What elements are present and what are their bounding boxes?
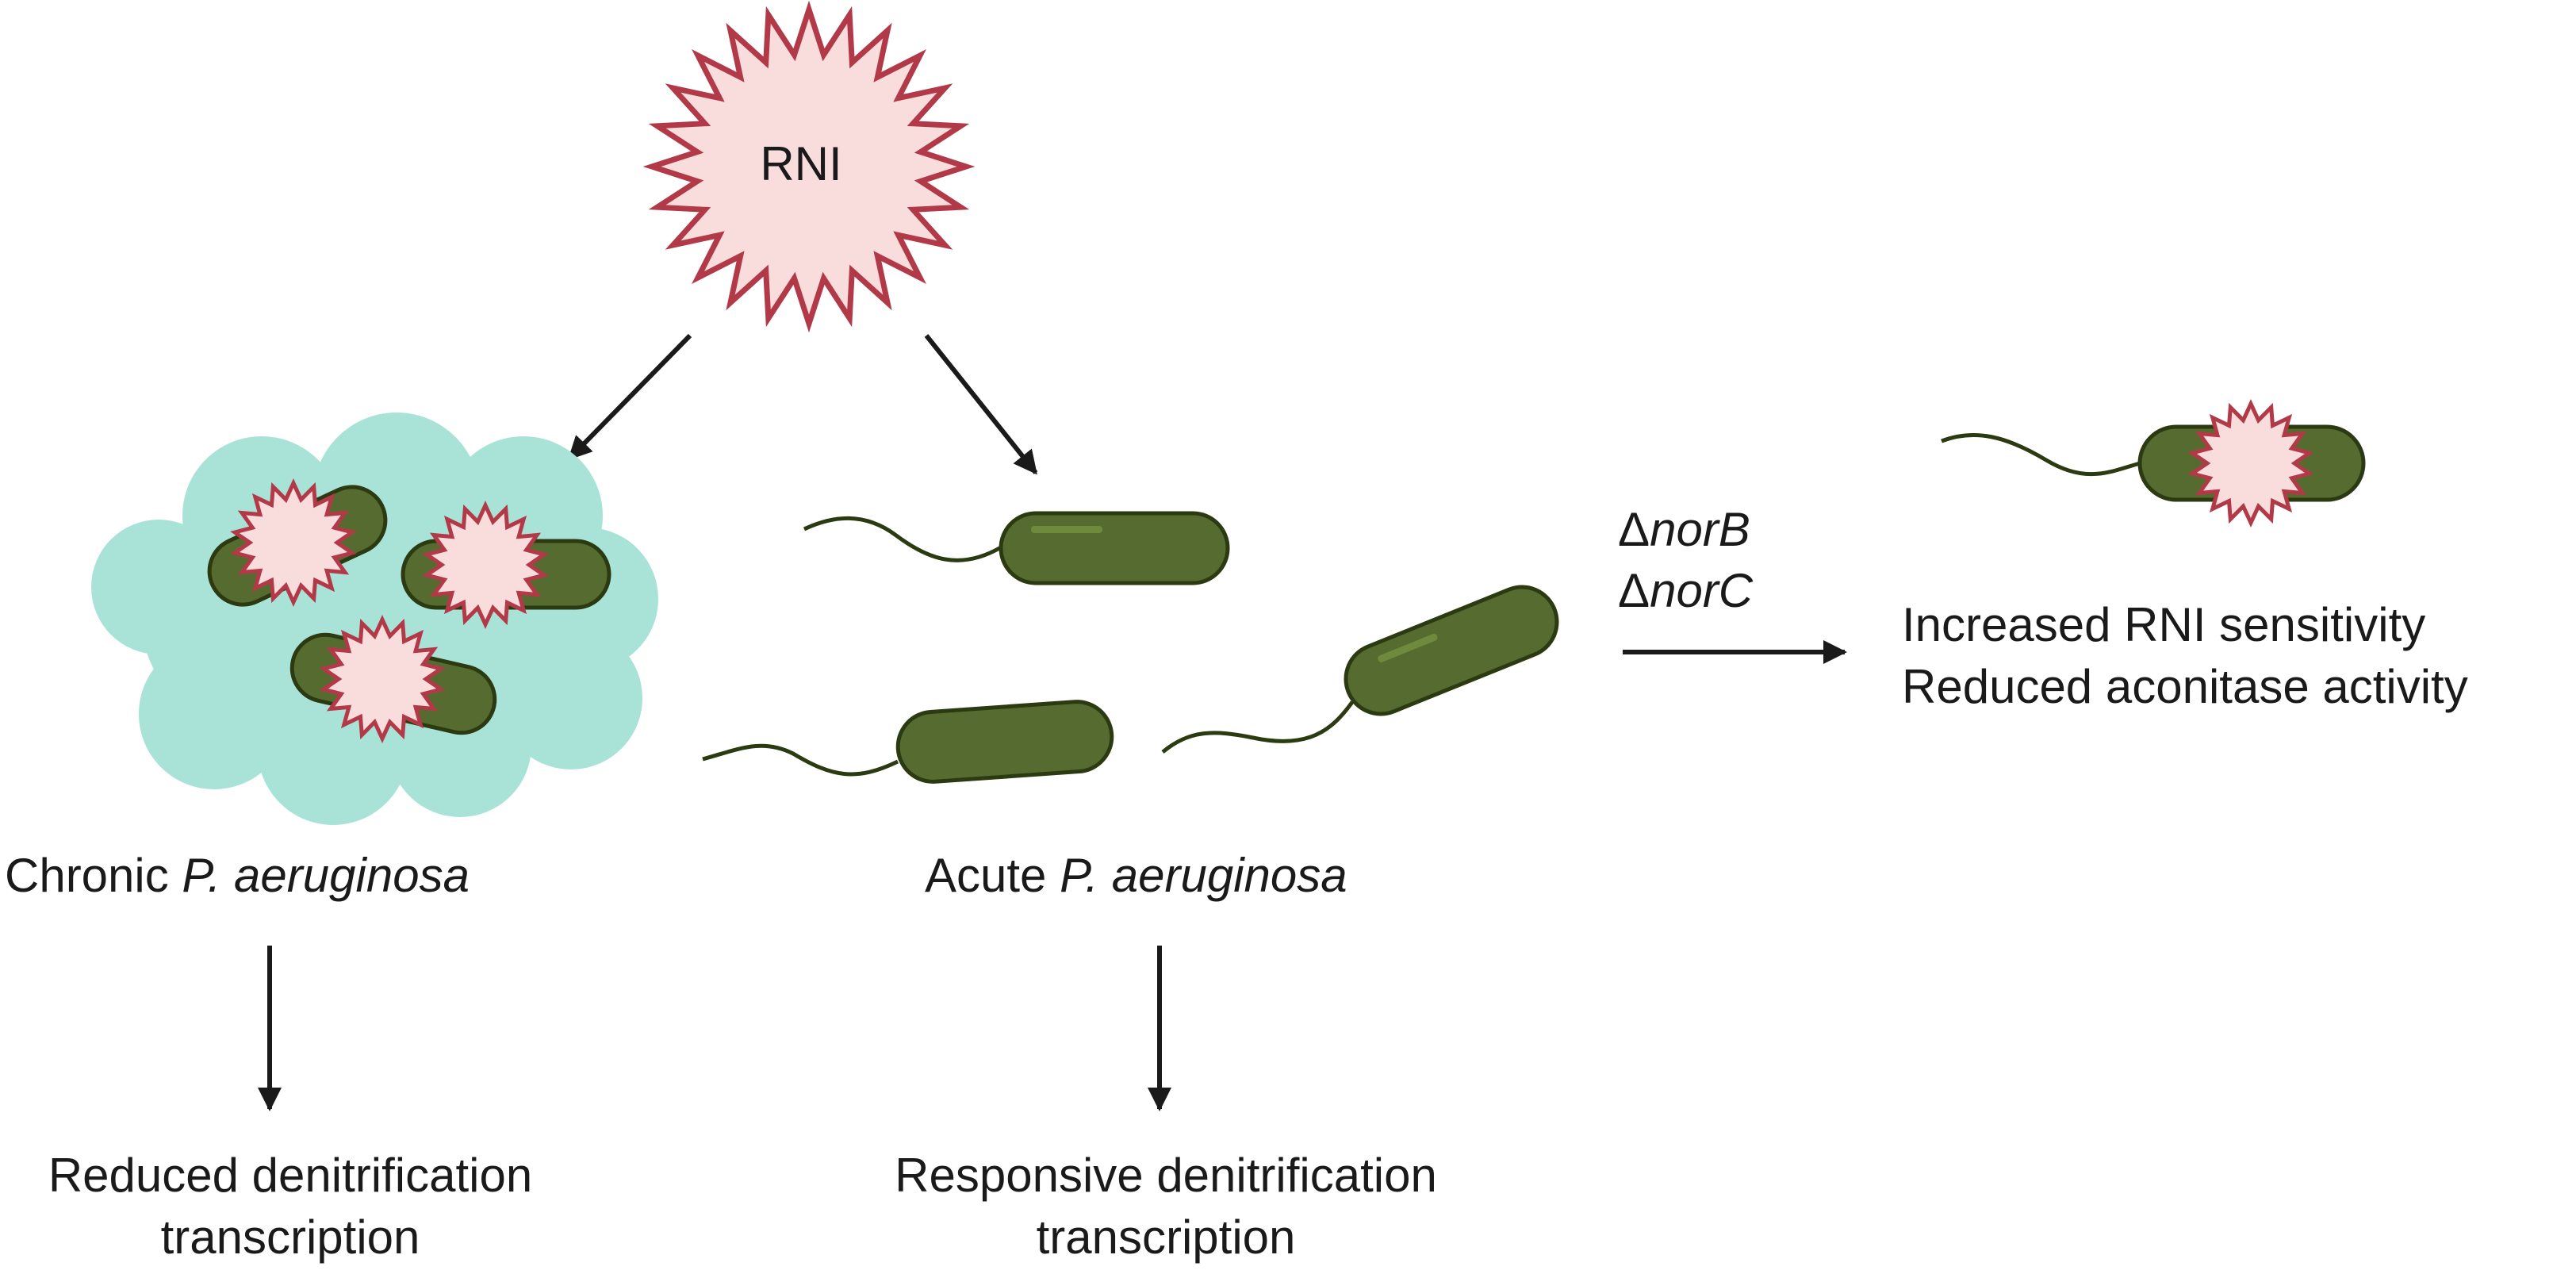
mutant-norb-label: ΔnorB	[1618, 503, 1750, 556]
chronic-bacterium-2	[401, 501, 611, 629]
mutant-outcome-line1: Increased RNI sensitivity	[1902, 598, 2425, 651]
acute-label: Acute P. aeruginosa	[925, 849, 1347, 902]
acute-bacterium-3	[1161, 585, 1559, 754]
rni-label: RNI	[760, 137, 841, 190]
acute-outcome-line2: transcription	[1037, 1211, 1296, 1264]
chronic-label: Chronic P. aeruginosa	[5, 849, 470, 902]
arrow-to-chronic	[567, 333, 692, 461]
acute-outcome-line1: Responsive denitrification	[895, 1149, 1437, 1202]
chronic-bacterium-3	[289, 615, 497, 743]
arrow-to-acute	[924, 334, 1038, 475]
mutant-bacterium	[1941, 399, 2366, 528]
chronic-biofilm	[91, 413, 658, 825]
mutant-outcome-line2: Reduced aconitase activity	[1902, 660, 2468, 713]
chronic-outcome-line2: transcription	[161, 1211, 420, 1264]
rni-burst: RNI	[642, 0, 976, 333]
chronic-outcome-line1: Reduced denitrification	[48, 1149, 532, 1202]
mutant-norc-label: ΔnorC	[1618, 564, 1754, 617]
acute-bacterium-1	[803, 511, 1230, 585]
acute-bacterium-2	[702, 700, 1114, 784]
chronic-bacterium-1	[207, 478, 388, 607]
